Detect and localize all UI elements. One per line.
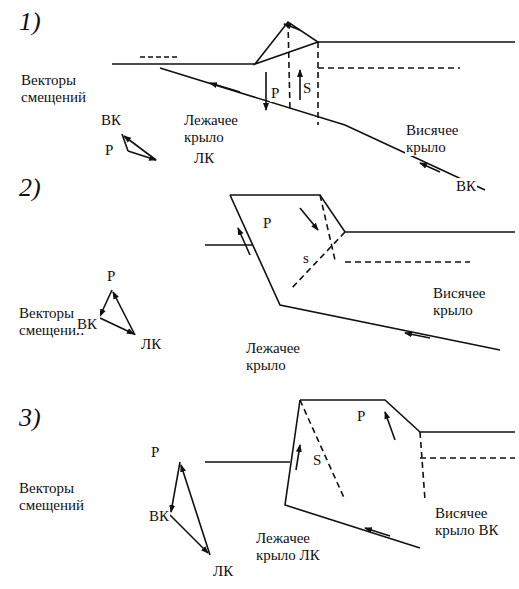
diagram-label: Лежачее крыло [245,340,319,374]
diagram-label: Р [356,408,366,425]
vector-label: ВК [100,112,122,129]
diagram-label: Р [106,268,116,285]
kink-label: Р [270,85,280,102]
diagram-label: Векторы смещений [18,480,100,514]
diagram-label: Лежачее крыло ЛК [255,530,329,564]
diagram-label: S [312,452,322,469]
diagram-label: ЛК [212,563,234,580]
kink-label: S [302,80,312,97]
panel-number: 3) [18,404,42,432]
vector-caption: Векторы смещений [20,72,102,106]
panel-number: 2) [18,174,42,202]
wall-label: Висячее крыло [405,122,487,156]
diagram-label: ЛК [140,336,162,353]
diagram-label: ВК [76,316,98,333]
wall-label: ВК [455,178,477,195]
panel-number: 1) [18,8,42,36]
diagram-label: ВК [148,508,170,525]
diagram-label: Р [150,444,160,461]
diagram-label: Р [262,215,272,232]
wall-label: Лежачее крыло [183,112,257,146]
diagram-label: Висячее крыло ВК [434,505,516,539]
vector-label: Р [104,142,114,159]
diagram-label: Висячее крыло [432,285,516,319]
wall-label: ЛК [193,150,215,167]
diagram-label: s [302,250,310,267]
